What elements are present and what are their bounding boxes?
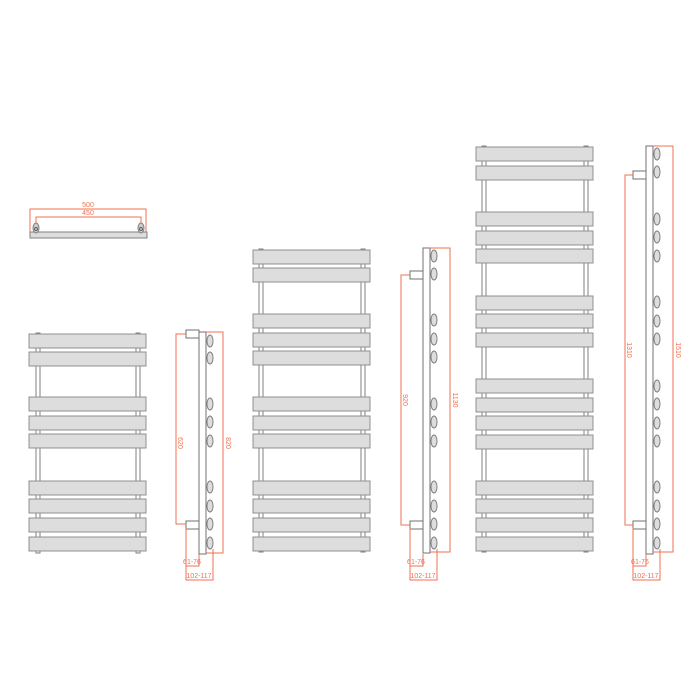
pipe-centres-label: 920 [401,394,408,406]
front-view-1130 [252,248,371,553]
valve-right-icon [137,222,145,234]
side-view-820: 620 820 61-76 102-117 [175,329,231,581]
side-view-1510: 1310 1510 61-76 102-117 [624,145,681,581]
projection-label: 102-117 [633,573,658,580]
overall-height-label: 1130 [451,392,458,407]
front-view-820 [28,332,147,554]
overall-height-label: 820 [224,437,231,449]
wall-gap-label: 61-76 [631,559,649,566]
overall-height-label: 1510 [674,342,681,358]
top-view: 500 450 [29,202,148,239]
valve-left-icon [32,222,40,234]
pipe-centres-label: 450 [82,210,94,217]
side-view-1130: 920 1130 61-76 102-117 [400,247,458,581]
projection-label: 102-117 [410,573,435,580]
pipe-centres-label: 620 [176,437,183,449]
wall-gap-label: 61-76 [183,559,201,566]
pipe-centres-label: 1310 [625,342,632,358]
wall-gap-label: 61-76 [407,559,425,566]
overall-width-label: 500 [82,202,94,209]
projection-label: 102-117 [186,573,211,580]
front-view-1510 [475,145,594,553]
